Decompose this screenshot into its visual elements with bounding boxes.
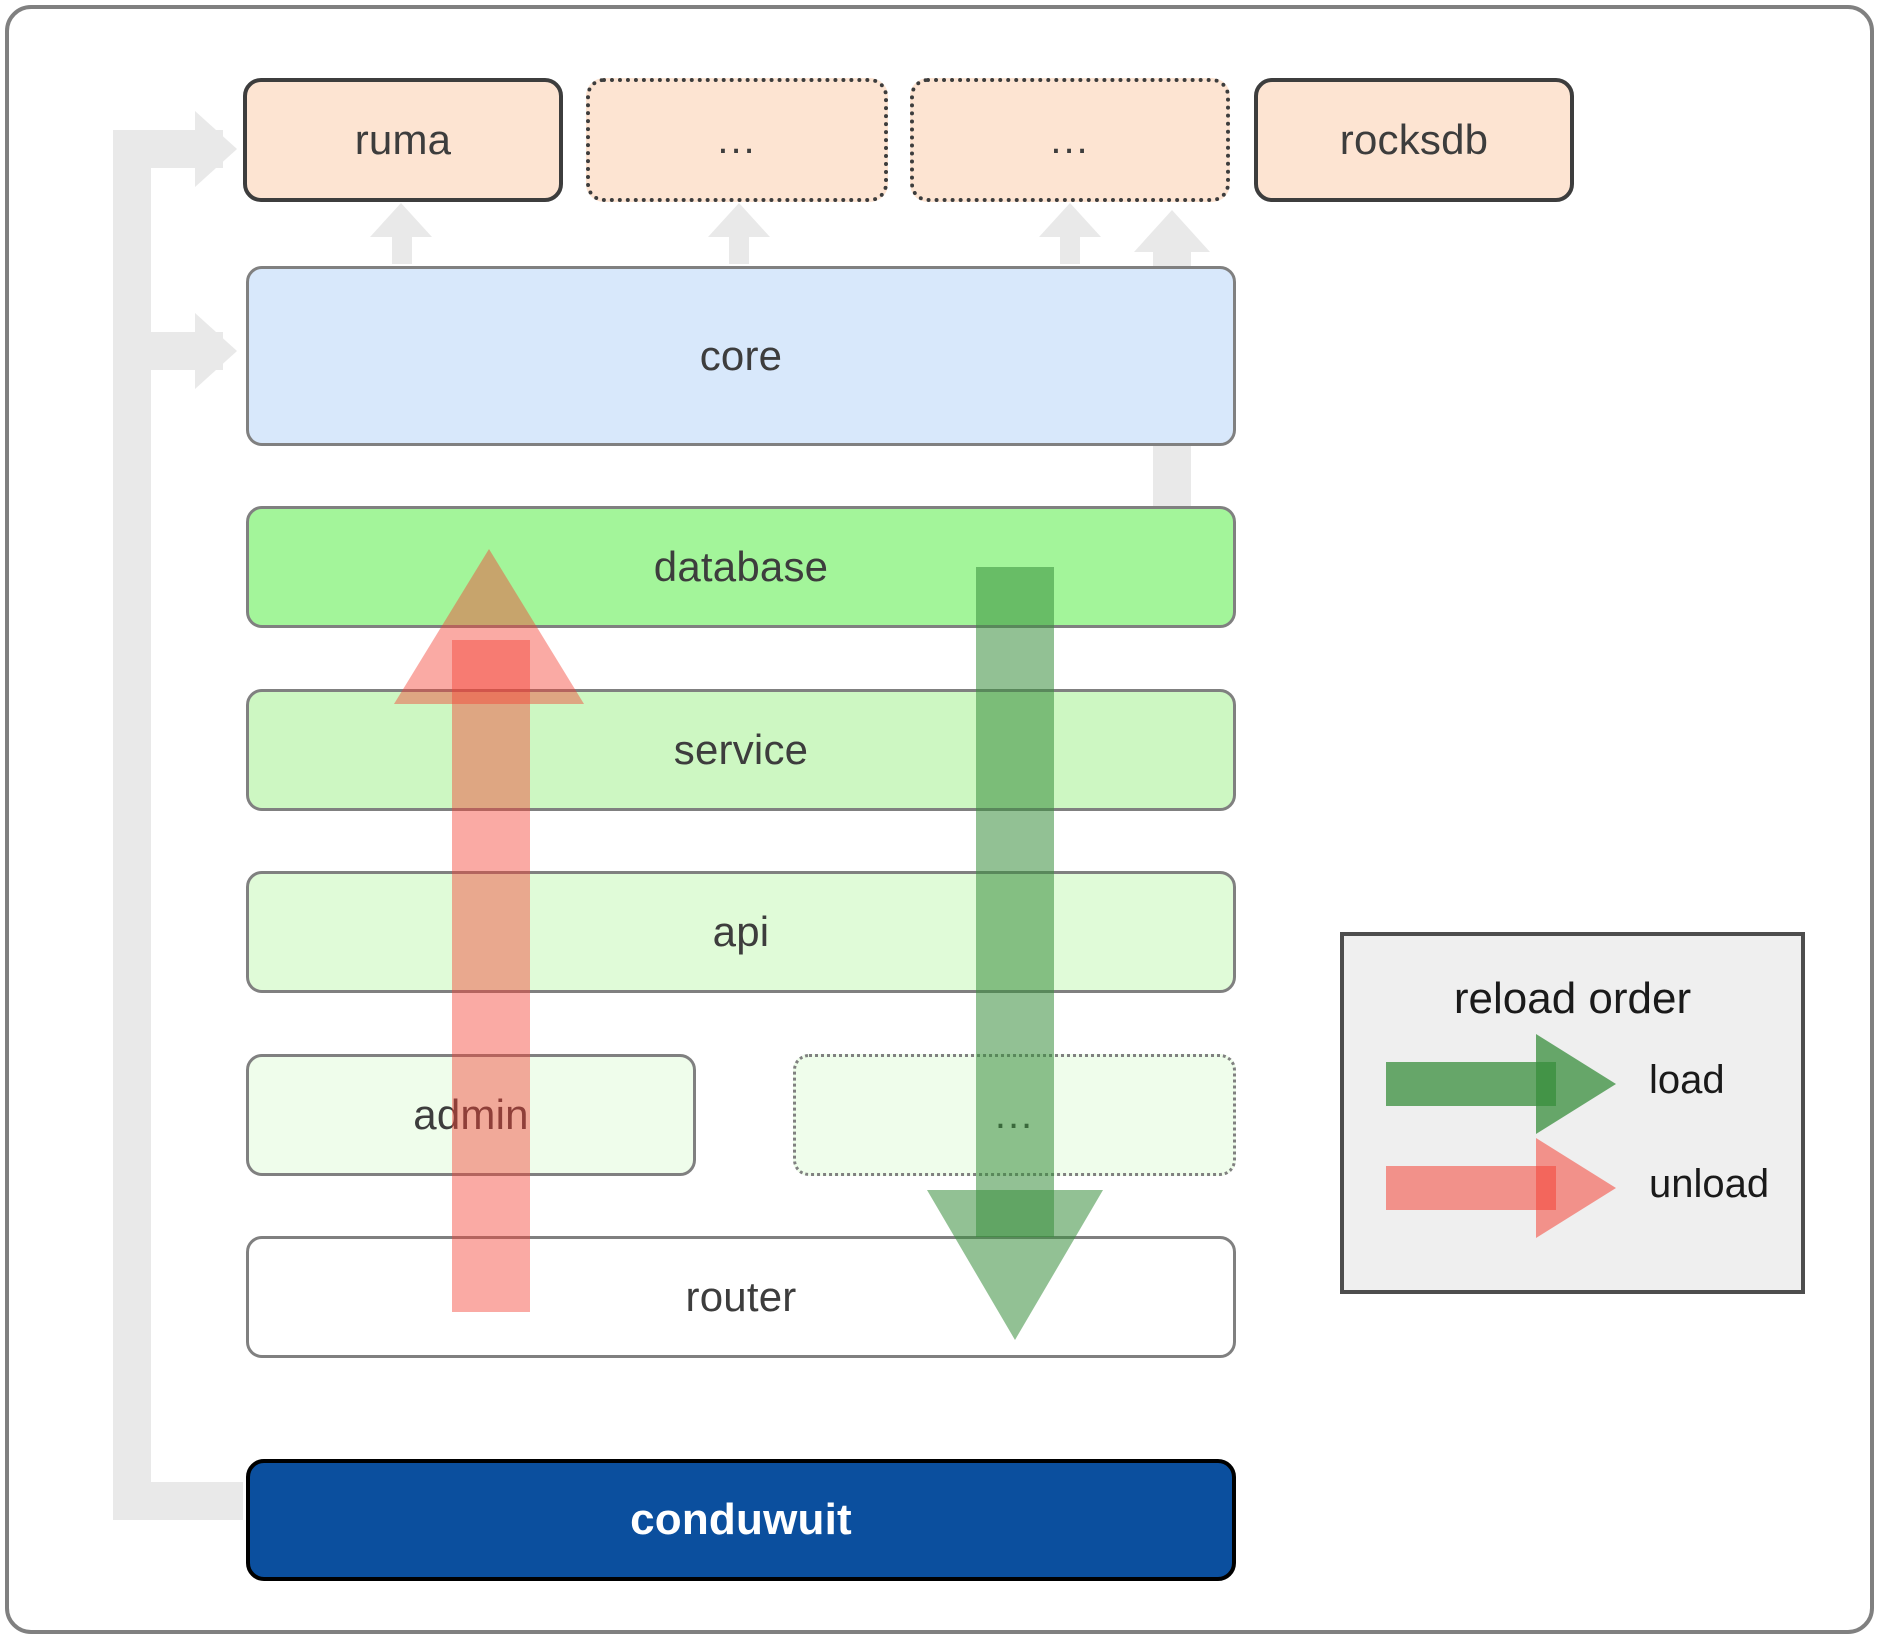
layer-label-router: router xyxy=(685,1273,797,1320)
application-label-conduwuit: conduwuit xyxy=(630,1495,852,1544)
dependency-box-stub-2[interactable]: ... xyxy=(910,78,1230,202)
layer-label-service: service xyxy=(673,726,809,773)
dependency-box-stub-1[interactable]: ... xyxy=(586,78,888,202)
connector-left-trunk-bottom xyxy=(113,1482,243,1520)
connector-core-to-ruma-arrowhead xyxy=(370,203,432,237)
legend-load-label: load xyxy=(1649,1058,1725,1102)
application-box-conduwuit[interactable]: conduwuit xyxy=(246,1459,1236,1581)
connector-database-to-rocksdb-arrowhead xyxy=(1134,210,1210,252)
connector-to-ruma-arrowhead xyxy=(195,111,237,187)
layer-box-api[interactable]: api xyxy=(246,871,1236,993)
dependency-label-rocksdb: rocksdb xyxy=(1339,116,1489,163)
legend-unload-arrowhead xyxy=(1536,1138,1616,1238)
connector-core-to-stub2-line xyxy=(1060,228,1080,264)
dependency-box-ruma[interactable]: ruma xyxy=(243,78,563,202)
connector-core-to-stub1-line xyxy=(729,228,749,264)
legend-title: reload order xyxy=(1453,974,1692,1023)
layer-label-api: api xyxy=(712,908,770,955)
unload-arrow-head xyxy=(394,549,584,704)
layer-label-admin: admin xyxy=(413,1091,529,1138)
dependency-label-ruma: ruma xyxy=(354,116,452,163)
load-arrow-shaft xyxy=(976,567,1054,1237)
unload-arrow-shaft xyxy=(452,640,530,1312)
dependency-label-stub-2: ... xyxy=(1050,117,1090,162)
layer-box-core[interactable]: core xyxy=(246,266,1236,446)
layer-box-admin[interactable]: admin xyxy=(246,1054,696,1176)
layer-label-core: core xyxy=(699,332,783,379)
dependency-box-rocksdb[interactable]: rocksdb xyxy=(1254,78,1574,202)
legend-unload-label: unload xyxy=(1649,1162,1770,1206)
dependency-label-stub-1: ... xyxy=(717,117,757,162)
connector-core-to-stub1-arrowhead xyxy=(708,203,770,237)
connector-core-to-stub2-arrowhead xyxy=(1039,203,1101,237)
layer-box-database[interactable]: database xyxy=(246,506,1236,628)
connector-to-core-arrowhead xyxy=(195,313,237,389)
load-arrow-head xyxy=(927,1190,1103,1340)
legend-panel: reload order load unload xyxy=(1340,932,1805,1294)
layer-box-service[interactable]: service xyxy=(246,689,1236,811)
legend-load-arrowhead xyxy=(1536,1034,1616,1134)
diagram-frame xyxy=(5,5,1874,1634)
layer-label-database: database xyxy=(653,543,829,590)
legend-load-shaft xyxy=(1386,1062,1556,1106)
connector-core-to-ruma-line xyxy=(392,228,412,264)
legend-unload-shaft xyxy=(1386,1166,1556,1210)
